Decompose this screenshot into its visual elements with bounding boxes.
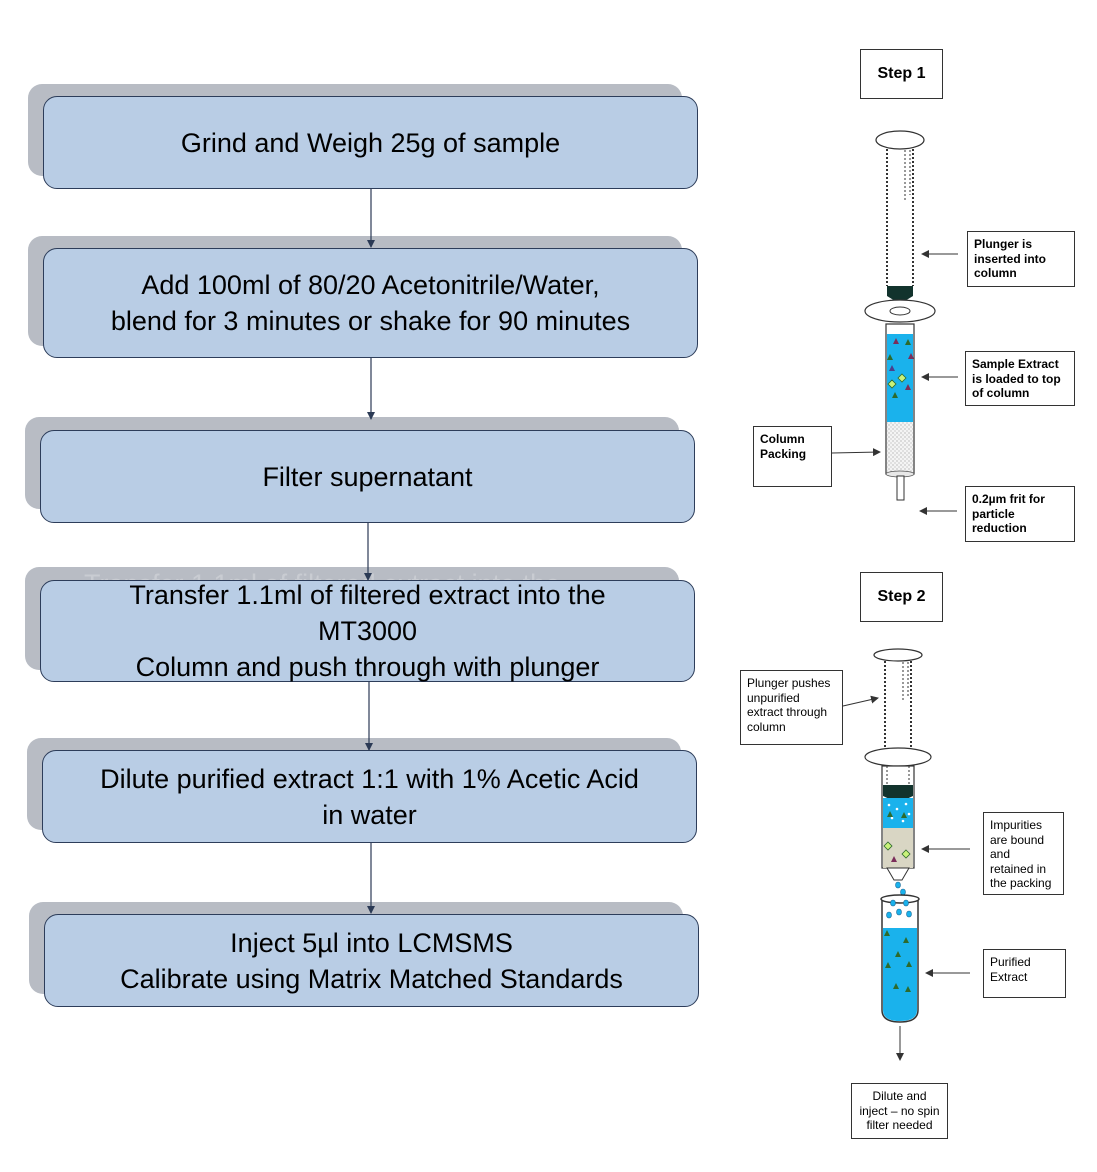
flow-step-text: Dilute purified extract 1:1 with 1% Acet… [42,750,697,843]
label-line: column [974,266,1017,280]
label-dilute-inject: Dilute and inject – no spin filter neede… [851,1083,948,1139]
flow-step-text: Filter supernatant [40,430,695,523]
label-line: Dilute and [872,1089,927,1103]
label-sample-extract: Sample Extract is loaded to top of colum… [965,351,1075,406]
step-line: blend for 3 minutes or shake for 90 minu… [110,306,631,336]
step1-title: Step 1 [860,49,943,99]
label-purified-extract: Purified Extract [983,949,1066,998]
label-line: Sample Extract [972,357,1059,371]
flow-step-text: Add 100ml of 80/20 Acetonitrile/Water, b… [43,248,698,358]
label-line: inject – no spin [859,1103,940,1118]
label-line: unpurified [747,690,800,705]
label-line: filter needed [866,1118,933,1132]
label-line: Extract [990,969,1028,984]
column-flange [864,747,932,767]
label-line: inserted into [974,251,1047,266]
flow-step-text: Grind and Weigh 25g of sample [43,96,698,189]
label-impurities: Impurities are bound and retained in the… [983,812,1064,895]
column-packing [887,422,913,474]
purified-extract [883,928,917,1021]
step-line: in water [322,799,417,830]
step-line: MT3000 [317,616,418,646]
step2-title: Step 2 [860,572,943,622]
label-frit: 0.2µm frit for particle reduction [965,486,1075,542]
step2-callout-arrows [842,695,970,1061]
label-column-packing: Column Packing [753,426,832,487]
step-line: Column and push through with plunger [135,652,600,682]
label-line: are bound [990,832,1045,847]
label-line: Plunger pushes [747,676,831,690]
flow-step-text: Transfer 1.1ml of filtered extract into … [40,580,695,682]
label-line: Impurities [990,818,1043,832]
label-line: reduction [972,521,1027,535]
label-line: 0.2µm frit for [972,492,1045,506]
step-line: Dilute purified extract 1:1 with 1% Acet… [100,763,639,794]
step-line: Transfer 1.1ml of filtered extract into … [129,580,606,610]
label-line: Column [760,432,805,446]
label-line: and [990,847,1011,861]
step1-column-diagram [864,130,936,501]
label-line: of column [972,386,1030,400]
label-line: Packing [760,446,807,461]
step-line: Add 100ml of 80/20 Acetonitrile/Water, [141,270,600,300]
step-line: Inject 5µl into LCMSMS [230,927,513,958]
step2-column-diagram [864,648,932,1023]
plunger-tip [887,286,913,304]
label-plunger-pushes: Plunger pushes unpurified extract throug… [740,670,843,745]
label-line: Plunger is [974,237,1033,251]
step1-callout-arrows [831,250,958,515]
ghost-text: Transfer 1.1ml of filtered extract into … [84,566,644,580]
label-line: the packing [990,876,1052,890]
label-line: Purified [990,955,1031,969]
step-line: Calibrate using Matrix Matched Standards [120,963,623,994]
step-line: Grind and Weigh 25g of sample [180,127,561,158]
plunger-cap [873,648,923,662]
step-line: Filter supernatant [262,461,473,492]
plunger-cap [875,130,925,150]
label-plunger-inserted: Plunger is inserted into column [967,231,1075,287]
label-line: particle [972,506,1015,521]
flow-connectors [364,189,375,914]
flow-step-text: Inject 5µl into LCMSMS Calibrate using M… [44,914,699,1007]
label-line: retained in [990,861,1047,876]
label-line: is loaded to top [972,371,1061,386]
label-line: extract through [747,705,828,719]
label-line: column [747,719,786,734]
